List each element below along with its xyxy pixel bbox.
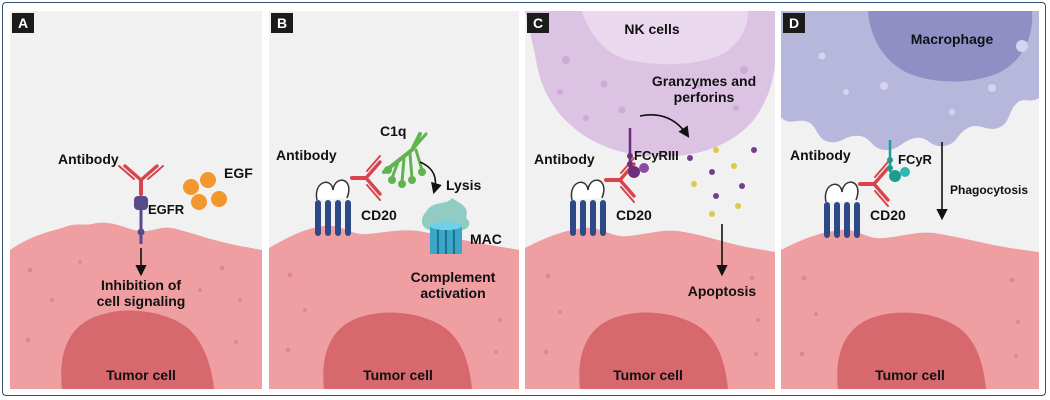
- panel-b-mac-pore: [421, 198, 470, 254]
- panel-b-nucleus: [323, 312, 472, 389]
- panel-b-badge: B: [271, 13, 293, 33]
- panel-a-tumor-cell-label: Tumor cell: [106, 367, 176, 383]
- panel-a-nucleus: [61, 310, 215, 389]
- panel-c-nk-granules: [557, 56, 748, 121]
- panel-d-cd20-label: CD20: [870, 207, 906, 223]
- panel-d-nucleus: [837, 312, 986, 389]
- panel-a-egf-ligands: [183, 172, 227, 210]
- panel-d-letter: D: [789, 15, 799, 31]
- panel-d-tumor-cell-label: Tumor cell: [875, 367, 945, 383]
- panel-c-nk-label: NK cells: [624, 21, 679, 37]
- panel-c-antibody-label: Antibody: [534, 151, 595, 167]
- panel-c-granzymes-line1: Granzymes and: [652, 73, 756, 89]
- panel-a-egfr-receptor: [134, 196, 148, 244]
- panel-d-cell-dots: [799, 275, 1020, 358]
- panel-d-macrophage-vesicles: [818, 40, 1028, 115]
- panel-a-antibody-label: Antibody: [58, 151, 119, 167]
- panel-b-antibody-label: Antibody: [276, 147, 337, 163]
- panel-d-phagocytosis-label: Phagocytosis: [950, 183, 1028, 197]
- panel-c-granzyme-arrow: [639, 114, 690, 138]
- panel-d-badge: D: [783, 13, 805, 33]
- panel-c-fc-receptor-label: FCyRIII: [634, 148, 679, 163]
- panel-c-cell-dots: [543, 273, 760, 356]
- panel-c-fc-receptor: [627, 128, 649, 178]
- panel-c-granzymes: [687, 147, 757, 217]
- panel-b-lysis-arrow: [419, 161, 442, 195]
- panel-b-letter: B: [277, 15, 287, 31]
- panel-d-macrophage-nucleus: [868, 11, 1033, 82]
- panel-b-cd20-label: CD20: [361, 207, 397, 223]
- panel-c-badge: C: [527, 13, 549, 33]
- panel-d-fc-receptor-label: FCyR: [898, 152, 933, 167]
- panel-a-egf-label: EGF: [224, 165, 253, 181]
- panel-b: Antibody C1q Lysis CD20 MAC Complement a…: [269, 11, 519, 389]
- panel-a-cell-dots: [25, 260, 242, 344]
- panel-b-c1q-heads: [384, 166, 426, 188]
- panel-b-mac-label: MAC: [470, 231, 502, 247]
- panel-c: NK cells Granzymes and perforins Antibod…: [525, 11, 775, 389]
- panel-b-cell-dots: [285, 272, 502, 354]
- panel-d-antibody-label: Antibody: [790, 147, 851, 163]
- panel-c-nucleus: [579, 312, 728, 389]
- panel-b-effect-line2: activation: [420, 285, 485, 301]
- panel-a-letter: A: [18, 15, 28, 31]
- panel-c-tumor-cell-label: Tumor cell: [613, 367, 683, 383]
- panel-c-cd20-label: CD20: [616, 207, 652, 223]
- panel-a: Antibody EGFR EGF Inhibition of cell sig…: [10, 11, 262, 389]
- panel-c-apoptosis-label: Apoptosis: [688, 283, 757, 299]
- panel-b-tumor-cell-label: Tumor cell: [363, 367, 433, 383]
- panel-a-egfr-label: EGFR: [148, 202, 185, 217]
- panel-a-badge: A: [12, 13, 34, 33]
- panel-b-effect-line1: Complement: [411, 269, 496, 285]
- panel-b-c1q-label: C1q: [380, 123, 406, 139]
- panel-c-nk-nucleus: [582, 11, 748, 65]
- panel-a-effect-line2: cell signaling: [97, 293, 186, 309]
- panel-d: Macrophage Antibody FCyR Phagocytosis CD…: [781, 11, 1039, 389]
- panel-d-fc-receptor: [887, 140, 910, 182]
- panel-c-letter: C: [533, 15, 543, 31]
- panel-b-c1q: [382, 132, 428, 184]
- panel-b-lysis-label: Lysis: [446, 177, 481, 193]
- panel-a-effect-line1: Inhibition of: [101, 277, 181, 293]
- panel-c-granzymes-line2: perforins: [674, 89, 735, 105]
- panel-d-macrophage-label: Macrophage: [911, 31, 994, 47]
